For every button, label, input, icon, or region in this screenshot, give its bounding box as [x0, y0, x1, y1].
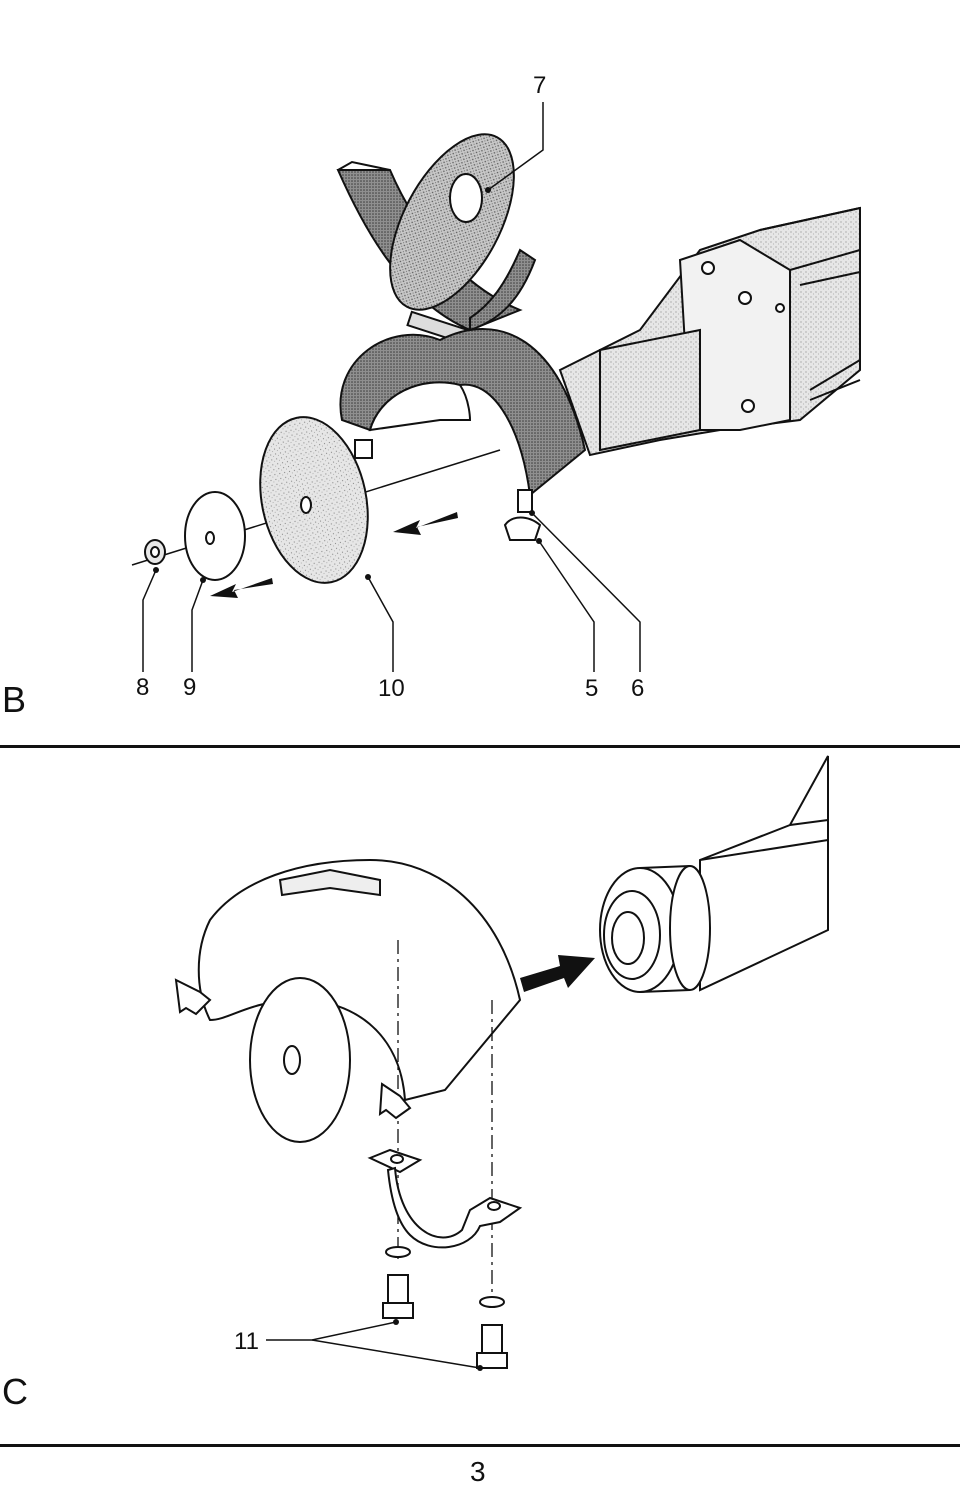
guard-c: [197, 858, 522, 1143]
callout-10: 10: [378, 675, 405, 702]
alignment-lines: [397, 940, 493, 1300]
guard-lower-half: [339, 328, 587, 497]
divider-rule-top: [0, 745, 960, 748]
screws-11: [382, 1246, 508, 1369]
arrow-insert: [520, 955, 595, 992]
callout-9: 9: [183, 674, 197, 701]
page-number: 3: [470, 1456, 486, 1487]
callout-7: 7: [533, 72, 547, 99]
wing-bolt-right: [503, 489, 542, 541]
callout-11: 11: [234, 1328, 259, 1355]
disc-7: [389, 133, 515, 311]
nut-8: [144, 539, 166, 565]
cutting-disc-10: [259, 416, 369, 584]
flange-9: [184, 491, 246, 581]
leader-lines-c: [266, 1321, 481, 1369]
grinder-neck: [599, 755, 829, 993]
clamp-bracket: [367, 1148, 523, 1249]
section-letter-c: C: [2, 1371, 28, 1412]
wing-bolts-c: [174, 978, 412, 1120]
arrow-disc-removal: [210, 512, 458, 598]
grinder-body: [558, 206, 861, 457]
leader-lines-b: [142, 102, 641, 672]
callout-8: 8: [136, 674, 150, 701]
divider-rule-bottom: [0, 1444, 960, 1447]
callout-5: 5: [585, 675, 599, 702]
section-letter-b: B: [2, 679, 27, 720]
figure-c-illustration: [174, 755, 829, 1371]
wing-bolt-left: [354, 439, 373, 459]
callout-6: 6: [631, 675, 645, 702]
